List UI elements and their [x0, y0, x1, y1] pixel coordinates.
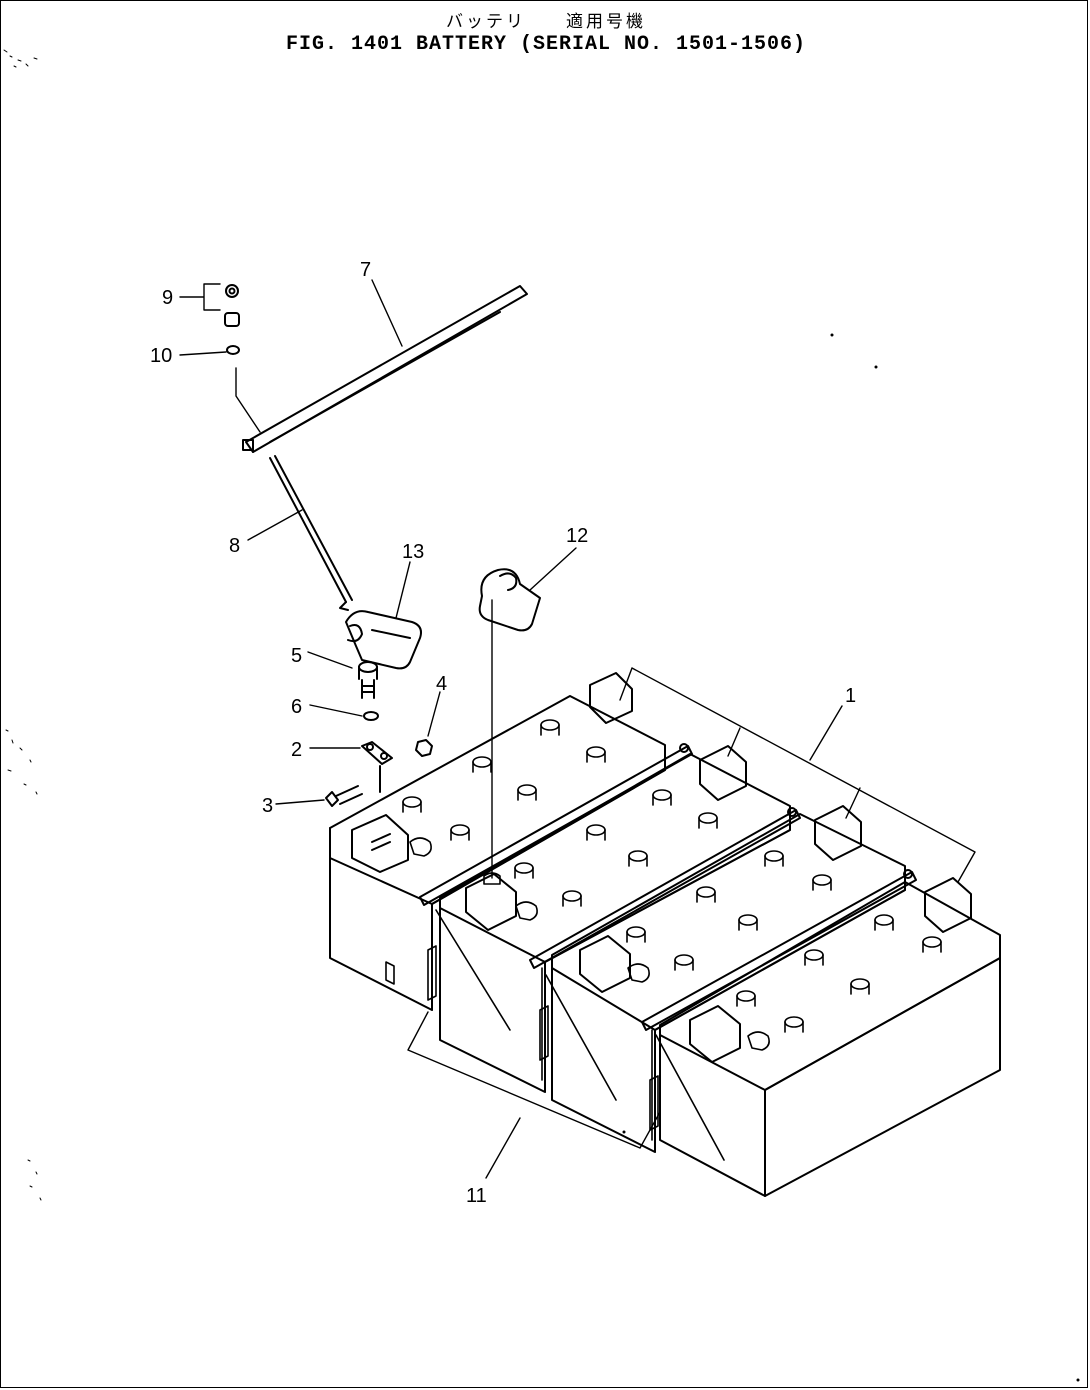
hold-down-rods	[385, 903, 725, 1161]
callout-9: 9	[162, 287, 173, 309]
figure-title-japanese: バッテリ 適用号機	[446, 12, 646, 32]
callout-12: 12	[566, 525, 588, 547]
battery-4	[659, 877, 1001, 1197]
callout-8: 8	[229, 535, 240, 557]
part-6-washer	[363, 711, 379, 721]
scan-dots	[622, 333, 1080, 1382]
hold-down-bars	[419, 743, 917, 1031]
part-10-washer	[226, 345, 240, 355]
part-12-terminal	[478, 568, 541, 632]
battery-3	[551, 805, 906, 1153]
part-5-bolt	[358, 661, 378, 699]
battery-terminals	[409, 837, 770, 1051]
part-3-bolt	[325, 785, 363, 807]
callout-7: 7	[360, 259, 371, 281]
callout-5: 5	[291, 645, 302, 667]
callout-6: 6	[291, 696, 302, 718]
battery-caps	[402, 719, 942, 1033]
callout-11: 11	[466, 1185, 487, 1207]
leader-lines	[179, 279, 976, 1179]
figure-title: FIG. 1401 BATTERY (SERIAL NO. 1501-1506)	[285, 33, 807, 56]
scan-noise	[3, 49, 42, 1201]
part-4-nut	[415, 739, 433, 757]
callout-labels: 1 2 3 4 5 6 7 8 9 10 11 12 13	[150, 259, 856, 1207]
battery-1	[329, 672, 666, 1011]
callout-1: 1	[845, 685, 856, 707]
callout-3: 3	[262, 795, 273, 817]
callout-2: 2	[291, 739, 302, 761]
callout-13: 13	[402, 541, 424, 563]
part-7-bar	[242, 285, 528, 453]
part-9-nuts	[224, 284, 240, 327]
battery-assembly	[329, 672, 1001, 1197]
callout-10: 10	[150, 345, 172, 367]
part-13-terminal	[345, 610, 422, 670]
part-8-rod	[269, 455, 353, 611]
part-2-clamp	[361, 741, 393, 793]
callout-4: 4	[436, 673, 447, 695]
